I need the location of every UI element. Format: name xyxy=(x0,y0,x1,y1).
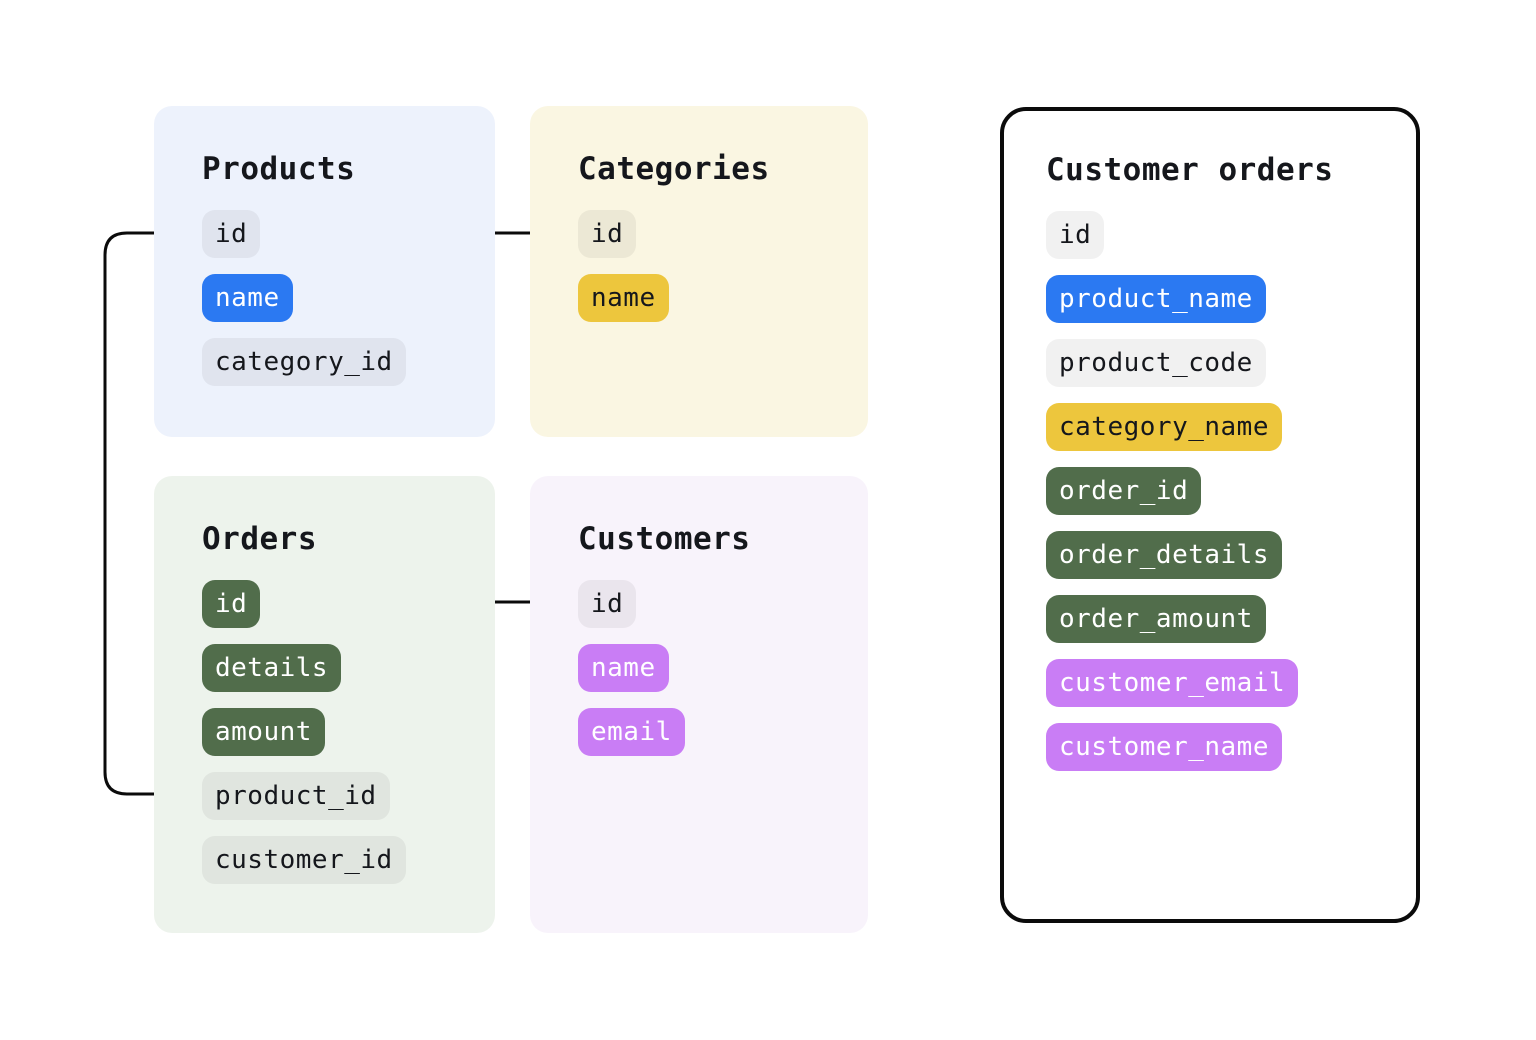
field-list: id product_name product_code category_na… xyxy=(1046,211,1416,771)
field-pill-name: name xyxy=(202,274,293,322)
field-pill-category-name: category_name xyxy=(1046,403,1282,451)
field-pill-product-name: product_name xyxy=(1046,275,1266,323)
field-pill-id: id xyxy=(578,210,637,258)
table-title: Orders xyxy=(202,521,317,557)
table-card-categories: Categories id name xyxy=(530,106,868,437)
field-pill-id: id xyxy=(1046,211,1105,259)
field-pill-details: details xyxy=(202,644,342,692)
field-list: id name xyxy=(578,210,868,322)
table-title: Products xyxy=(202,151,356,187)
table-title: Customers xyxy=(578,521,751,557)
field-pill-id: id xyxy=(202,210,261,258)
result-title: Customer orders xyxy=(1046,152,1334,188)
field-pill-customer-id: customer_id xyxy=(202,836,406,884)
field-pill-customer-email: customer_email xyxy=(1046,659,1299,707)
field-pill-order-id: order_id xyxy=(1046,467,1202,515)
field-pill-name: name xyxy=(578,274,669,322)
table-title: Categories xyxy=(578,151,770,187)
table-card-customers: Customers id name email xyxy=(530,476,868,933)
field-pill-order-details: order_details xyxy=(1046,531,1282,579)
field-pill-id: id xyxy=(202,580,261,628)
field-list: id name email xyxy=(578,580,868,756)
field-pill-category-id: category_id xyxy=(202,338,406,386)
table-card-products: Products id name category_id xyxy=(154,106,495,437)
field-pill-amount: amount xyxy=(202,708,325,756)
field-list: id name category_id xyxy=(202,210,495,386)
field-pill-id: id xyxy=(578,580,637,628)
table-card-orders: Orders id details amount product_id cust… xyxy=(154,476,495,933)
field-pill-customer-name: customer_name xyxy=(1046,723,1282,771)
field-pill-name: name xyxy=(578,644,669,692)
result-card-customer-orders: Customer orders id product_name product_… xyxy=(1000,107,1420,923)
field-pill-order-amount: order_amount xyxy=(1046,595,1266,643)
field-pill-product-code: product_code xyxy=(1046,339,1266,387)
field-pill-product-id: product_id xyxy=(202,772,390,820)
field-pill-email: email xyxy=(578,708,685,756)
field-list: id details amount product_id customer_id xyxy=(202,580,495,884)
